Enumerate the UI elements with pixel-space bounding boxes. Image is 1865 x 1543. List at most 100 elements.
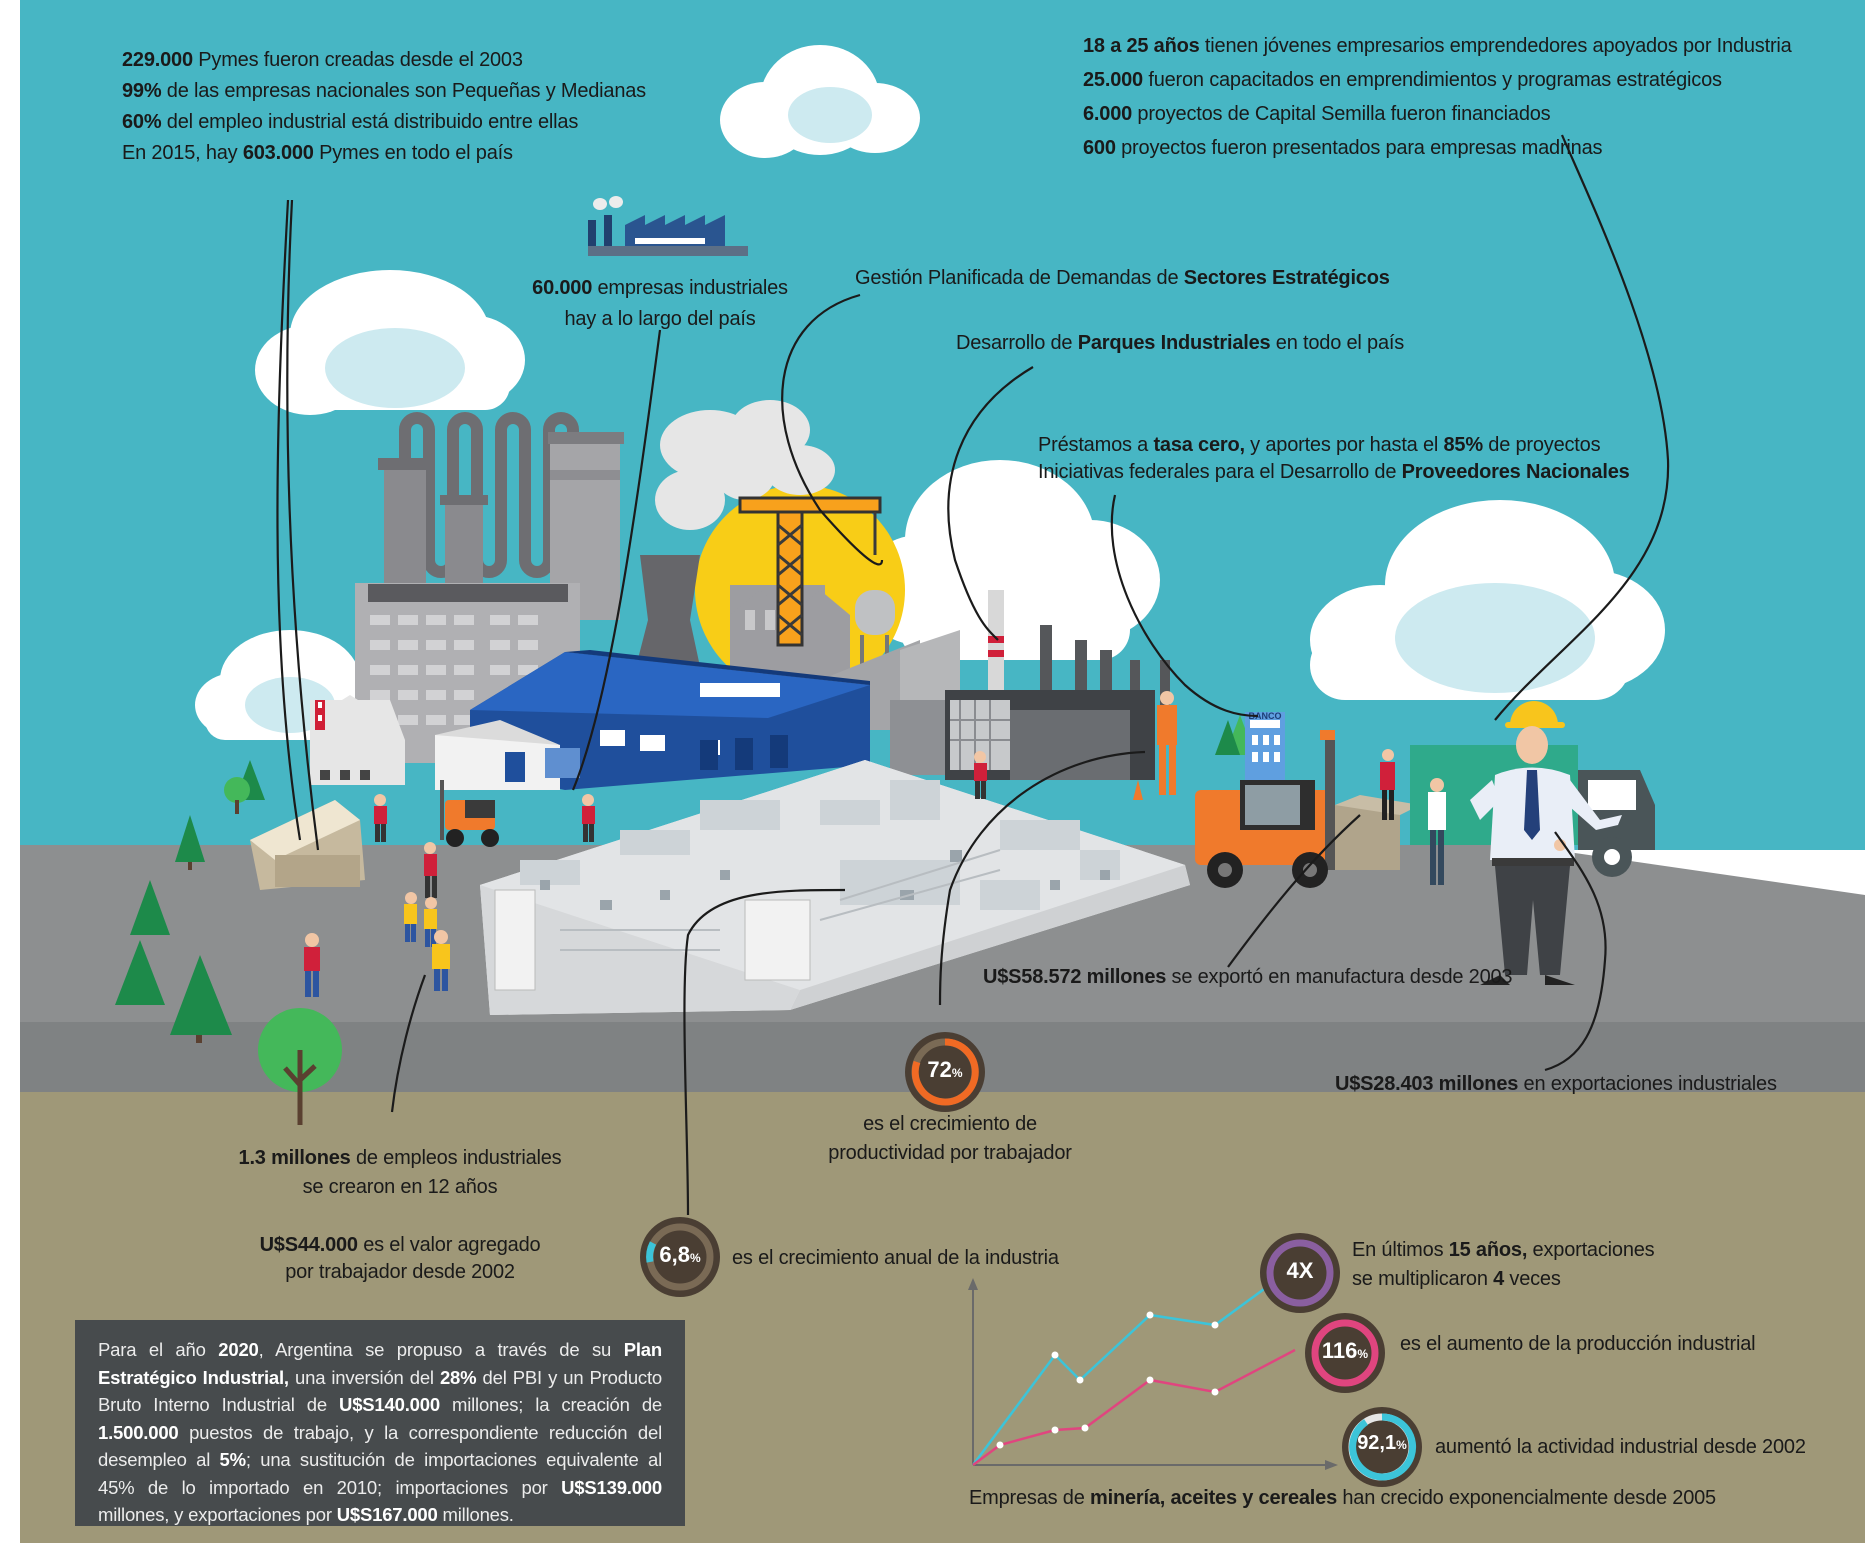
forklift-icon — [440, 780, 499, 847]
stat-text: de las empresas nacionales son Pequeñas … — [161, 80, 646, 102]
plan-text-part: ; una sustitución de importaciones equiv… — [98, 1449, 662, 1498]
stat-text: Pymes fueron creadas desde el 2003 — [192, 49, 523, 71]
badge-unit: % — [689, 1251, 701, 1265]
stat-bold: 85% — [1443, 434, 1483, 456]
prestamos-stat: Préstamos a tasa cero, y aportes por has… — [1038, 432, 1630, 486]
small-factory-left — [250, 695, 405, 890]
plan-text-part: Para el año — [98, 1339, 219, 1360]
blue-warehouse — [435, 650, 870, 790]
stat-text: de empleos industriales — [350, 1147, 562, 1169]
stat-bold: 603.000 — [242, 142, 314, 164]
stat-text: fueron capacitados en emprendimientos y … — [1142, 69, 1722, 91]
factory-complex — [355, 412, 1170, 780]
badge-unit: % — [1357, 1347, 1369, 1361]
stat-text: Desarrollo de — [956, 332, 1078, 354]
plan-bold-part: U$S167.000 — [336, 1504, 438, 1525]
plan-text-part: , Argentina se propuso a través de su — [258, 1339, 624, 1360]
plan-text-part: millones; la creación de — [439, 1394, 662, 1415]
stat-text: Empresas de — [969, 1487, 1090, 1509]
stat-text: han crecido exponencialmente desde 2005 — [1337, 1487, 1716, 1509]
stat-bold: tasa cero, — [1153, 434, 1245, 456]
stat-text: proyectos de Capital Semilla fueron fina… — [1132, 103, 1551, 125]
productividad-stat: es el crecimiento de productividad por t… — [795, 1110, 1105, 1168]
stat-bold: U$S44.000 — [259, 1234, 358, 1256]
stat-text: En 2015, hay — [122, 142, 243, 164]
factory-icon — [588, 196, 748, 256]
engineer-figure — [1470, 701, 1622, 985]
stat-text: Iniciativas federales para el Desarrollo… — [1038, 461, 1402, 483]
stat-text: por trabajador desde 2002 — [285, 1261, 515, 1283]
jovenes-stats: 18 a 25 años tienen jóvenes empresarios … — [1083, 31, 1792, 167]
forklift-icon — [1195, 730, 1420, 888]
plan-text-part: puestos de trabajo, y la correspondiente… — [98, 1421, 662, 1471]
plan-estrategico-text: Para el año 2020, Argentina se propuso a… — [98, 1336, 662, 1529]
stat-bold: 99% — [122, 80, 162, 102]
plan-text-part: del PBI y un Producto Bruto Interno Indu… — [98, 1366, 662, 1416]
plan-text-part: millones, y exportaciones por — [98, 1504, 337, 1525]
cloud-icon — [720, 45, 920, 158]
plan-bold-part: U$S139.000 — [561, 1476, 662, 1498]
activity-badge: 92,1% — [1342, 1432, 1422, 1455]
crane-icon — [738, 496, 882, 647]
worker-figures — [304, 691, 1446, 997]
stat-bold: 600 — [1083, 137, 1116, 159]
cloud-icon — [1310, 500, 1665, 700]
stat-text: hay a lo largo del país — [564, 308, 756, 330]
stat-bold: U$S28.403 millones — [1335, 1073, 1519, 1095]
actividad-stat: aumentó la actividad industrial desde 20… — [1435, 1436, 1806, 1458]
plan-bold-part: 1.500.000 — [98, 1421, 179, 1443]
plan-estrategico-box: Para el año 2020, Argentina se propuso a… — [75, 1320, 685, 1526]
gestion-stat: Gestión Planificada de Demandas de Secto… — [855, 263, 1390, 294]
production-badge: 116% — [1305, 1338, 1385, 1364]
mineria-caption: Empresas de minería, aceites y cereales … — [969, 1483, 1716, 1514]
badge-value: 72 — [927, 1057, 952, 1082]
stat-bold: 15 años, — [1448, 1239, 1528, 1261]
badge-value: 92,1 — [1357, 1432, 1397, 1454]
stat-text: de proyectos — [1482, 434, 1601, 456]
stat-bold: 18 a 25 años — [1083, 35, 1200, 57]
plan-bold-part: 28% — [439, 1366, 477, 1388]
annual-growth-donut — [640, 1217, 720, 1297]
mini-growth-chart — [968, 1268, 1338, 1470]
stat-text: Pymes en todo el país — [313, 142, 513, 164]
cloud-icon — [255, 270, 525, 415]
stat-bold: 1.3 millones — [238, 1147, 351, 1169]
stat-bold: 25.000 — [1083, 69, 1143, 91]
stat-text: tienen jóvenes empresarios emprendedores… — [1199, 35, 1792, 57]
bank-building: BANCO — [1245, 711, 1285, 787]
stat-text: del empleo industrial está distribuido e… — [161, 111, 579, 133]
stat-text: se crearon en 12 años — [302, 1176, 498, 1198]
stat-text: veces — [1504, 1268, 1561, 1290]
productivity-donut — [905, 1032, 985, 1112]
callout-lines — [276, 134, 1670, 1216]
stat-text: Préstamos a — [1038, 434, 1154, 456]
stat-text: es el crecimiento de — [863, 1113, 1037, 1135]
exportaciones-stat: U$S28.403 millones en exportaciones indu… — [1335, 1069, 1777, 1100]
factory-floor-plan — [480, 760, 1190, 1015]
annual-growth-badge: 6,8% — [640, 1242, 720, 1268]
tree-icons — [115, 715, 1255, 1125]
stat-text: es el valor agregado — [357, 1234, 541, 1256]
plan-bold-part: 5% — [219, 1449, 247, 1470]
produccion-stat: es el aumento de la producción industria… — [1400, 1333, 1756, 1355]
stat-bold: 60% — [122, 111, 162, 133]
stat-text: exportaciones — [1527, 1239, 1655, 1261]
exportaciones-4x-stat: En últimos 15 años, exportaciones se mul… — [1352, 1236, 1655, 1294]
stat-bold: U$S58.572 millones — [983, 966, 1167, 988]
activity-donut — [1342, 1407, 1422, 1487]
stat-bold: 6.000 — [1083, 103, 1133, 125]
exports-4x-donut — [1260, 1233, 1340, 1313]
plan-text-part: una inversión del — [288, 1366, 440, 1388]
stat-text: se exportó en manufactura desde 2003 — [1166, 966, 1513, 988]
stat-bold: Sectores Estratégicos — [1183, 267, 1390, 289]
empresas-stat: 60.000 empresas industriales hay a lo la… — [510, 273, 810, 335]
exporto-stat: U$S58.572 millones se exportó en manufac… — [983, 962, 1513, 993]
stat-bold: Parques Industriales — [1077, 332, 1271, 354]
stat-bold: 60.000 — [532, 277, 593, 299]
production-donut — [1305, 1313, 1385, 1393]
stat-text: en exportaciones industriales — [1518, 1073, 1777, 1095]
stat-bold: Proveedores Nacionales — [1401, 461, 1630, 483]
stat-text: y aportes por hasta el — [1244, 434, 1444, 456]
